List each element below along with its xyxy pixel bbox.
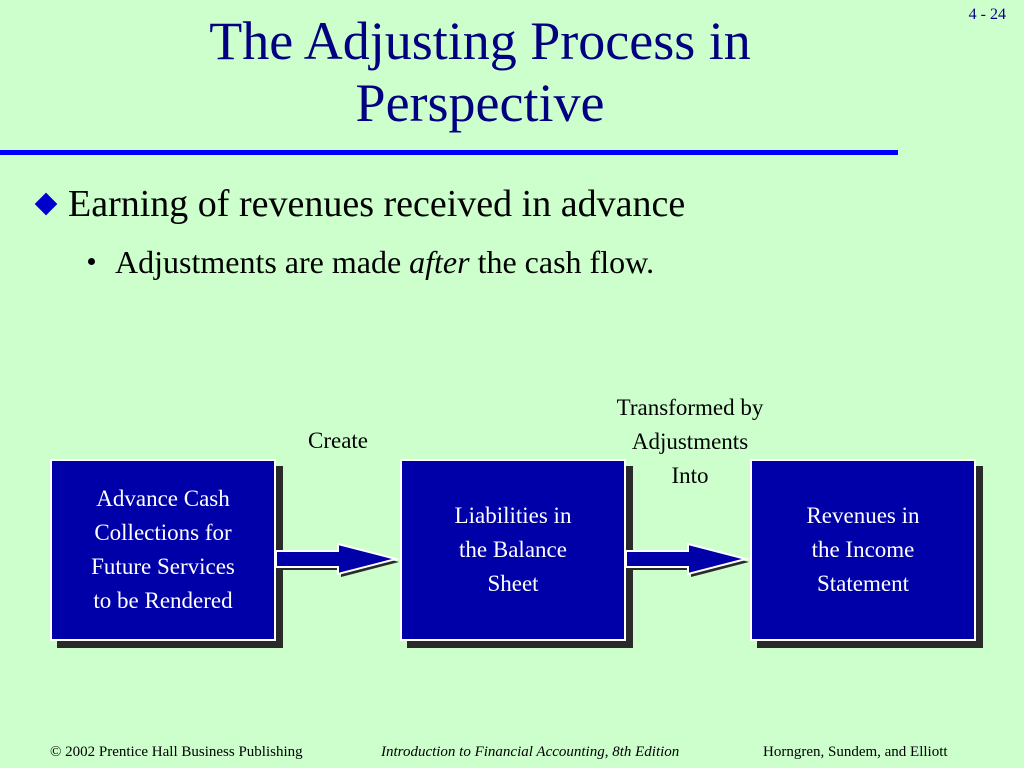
sub-bullet: Adjustments are made after the cash flow… <box>88 244 654 281</box>
sub-bullet-before: Adjustments are made <box>115 244 410 280</box>
title-divider <box>0 150 898 155</box>
arrow-right-icon <box>275 542 400 577</box>
sub-bullet-after: the cash flow. <box>469 244 655 280</box>
create-label: Create <box>307 428 368 453</box>
box-line: Revenues in <box>806 503 920 528</box>
footer-book-title: Introduction to Financial Accounting, 8t… <box>381 744 680 760</box>
main-bullet: Earning of revenues received in advance <box>34 182 686 226</box>
transformed-line-2: Adjustments <box>631 429 749 454</box>
transformed-label: Transformed by Adjustments Into <box>570 391 810 493</box>
diamond-bullet-icon <box>34 192 58 216</box>
title-line-1: The Adjusting Process in <box>209 11 751 71</box>
liabilities-box: Liabilities in the Balance Sheet <box>400 459 626 641</box>
revenues-box: Revenues in the Income Statement <box>750 459 976 641</box>
box-line: Sheet <box>487 571 539 596</box>
box-line: Advance Cash <box>96 486 230 511</box>
box-line: the Balance <box>459 537 567 562</box>
transformed-line-1: Transformed by <box>616 395 764 420</box>
sub-bullet-emphasis: after <box>409 244 470 280</box>
box-line: to be Rendered <box>93 588 233 613</box>
footer-copyright: © 2002 Prentice Hall Business Publishing <box>50 744 303 760</box>
main-bullet-text: Earning of revenues received in advance <box>68 183 686 225</box>
title-line-2: Perspective <box>355 73 605 133</box>
dot-bullet-icon <box>88 258 95 265</box>
advance-cash-box: Advance Cash Collections for Future Serv… <box>50 459 276 641</box>
arrow-right-icon <box>625 542 750 577</box>
box-line: the Income <box>811 537 915 562</box>
box-line: Collections for <box>94 520 232 545</box>
box-line: Statement <box>817 571 909 596</box>
footer-authors: Horngren, Sundem, and Elliott <box>763 744 948 760</box>
box-line: Future Services <box>91 554 235 579</box>
slide-number: 4 - 24 <box>968 6 1006 23</box>
box-line: Liabilities in <box>454 503 572 528</box>
slide-title: The Adjusting Process in Perspective <box>0 10 960 134</box>
transformed-line-3: Into <box>671 463 709 488</box>
